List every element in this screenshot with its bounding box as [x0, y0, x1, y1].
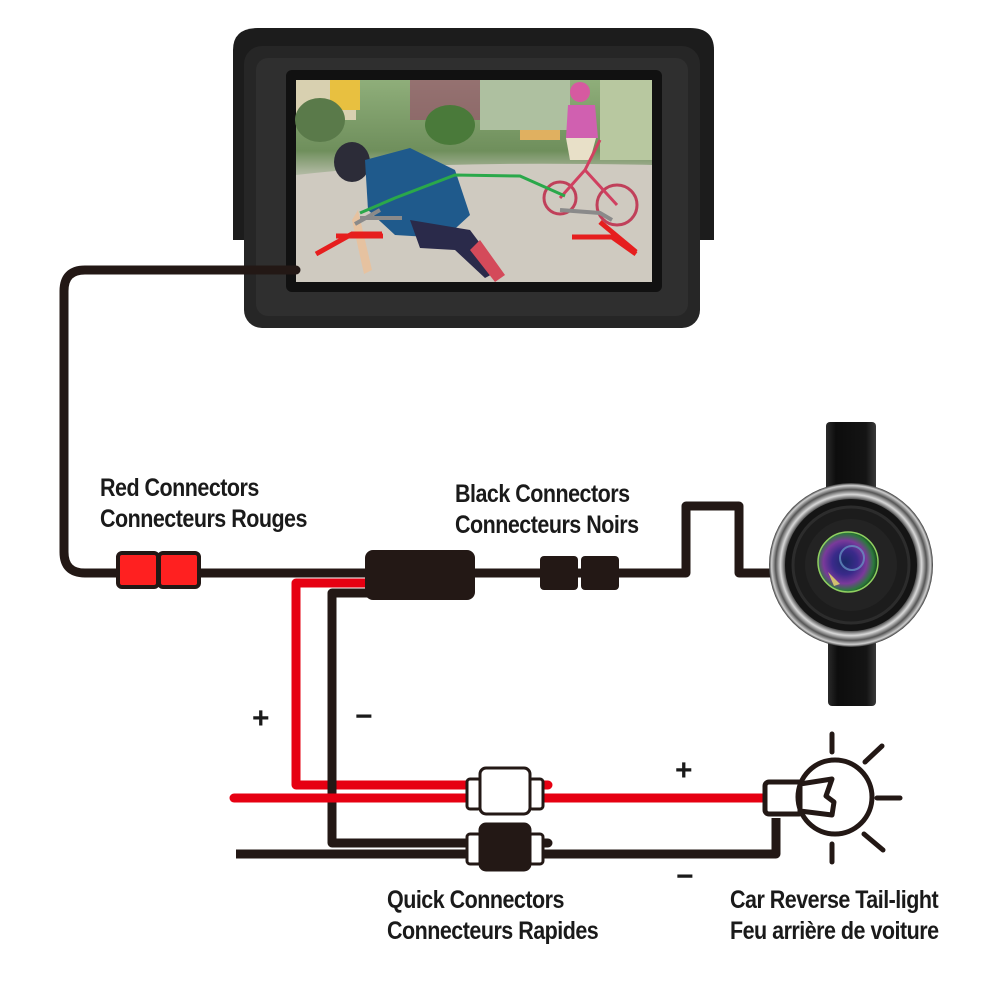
power-wire-positive: [291, 578, 553, 790]
red-connectors-label-fr: Connecteurs Rouges: [100, 505, 307, 533]
red-connectors-label-en: Red Connectors: [100, 474, 259, 502]
camera-cable: [465, 501, 795, 578]
black-connectors: [540, 556, 619, 590]
red-connectors: [116, 551, 201, 589]
quick-connector-negative: [465, 822, 545, 872]
quick-connectors-label-en: Quick Connectors: [387, 886, 564, 914]
quick-connectors-label-fr: Connecteurs Rapides: [387, 917, 599, 945]
monitor-cable: [59, 265, 375, 578]
monitor-screen: [295, 80, 652, 282]
tail-light-label-en: Car Reverse Tail-light: [730, 886, 939, 914]
black-connectors-label: Black Connectors Connecteurs Noirs: [455, 479, 639, 541]
branch-minus-sign: −: [355, 700, 373, 733]
branch-plus-sign: +: [252, 702, 270, 735]
light-plus-sign: +: [675, 754, 693, 787]
red-connectors-label: Red Connectors Connecteurs Rouges: [100, 473, 307, 535]
camera-strap-top: [826, 422, 876, 502]
quick-connectors-label: Quick Connectors Connecteurs Rapides: [387, 885, 599, 947]
junction-box: [365, 550, 475, 600]
tail-light-label-fr: Feu arrière de voiture: [730, 917, 939, 945]
black-connectors-label-en: Black Connectors: [455, 480, 630, 508]
backup-camera: [769, 422, 933, 706]
black-connectors-label-fr: Connecteurs Noirs: [455, 511, 639, 539]
monitor: [233, 28, 714, 328]
camera-lens: [817, 531, 879, 593]
power-wire-negative: [327, 588, 553, 848]
tail-light-label: Car Reverse Tail-light Feu arrière de vo…: [730, 885, 939, 947]
tail-light-bulb-icon: [762, 731, 903, 865]
quick-connector-positive: [465, 766, 545, 816]
light-minus-sign: −: [676, 860, 694, 893]
camera-strap-bottom: [828, 640, 876, 706]
vehicle-wire-negative: [236, 818, 781, 859]
